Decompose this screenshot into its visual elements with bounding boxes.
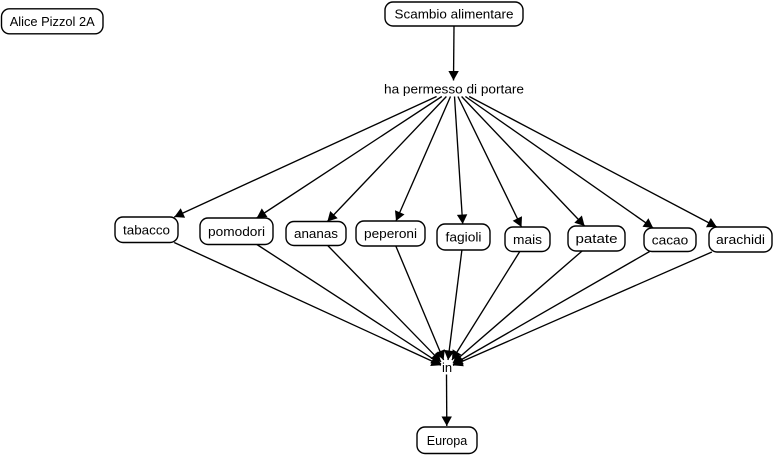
- svg-text:Scambio alimentare: Scambio alimentare: [395, 7, 514, 22]
- svg-text:pomodori: pomodori: [208, 224, 265, 239]
- svg-text:ha permesso di portare: ha permesso di portare: [384, 82, 524, 97]
- svg-text:ananas: ananas: [294, 226, 339, 241]
- svg-text:mais: mais: [513, 232, 543, 247]
- svg-text:fagioli: fagioli: [446, 230, 482, 245]
- svg-text:Alice Pizzol 2A: Alice Pizzol 2A: [10, 14, 95, 29]
- svg-text:arachidi: arachidi: [716, 232, 765, 247]
- svg-text:cacao: cacao: [652, 232, 689, 247]
- svg-text:tabacco: tabacco: [123, 222, 170, 237]
- svg-text:Europa: Europa: [427, 433, 468, 448]
- svg-text:peperoni: peperoni: [364, 226, 417, 241]
- svg-text:in: in: [442, 360, 452, 375]
- svg-text:patate: patate: [576, 231, 618, 246]
